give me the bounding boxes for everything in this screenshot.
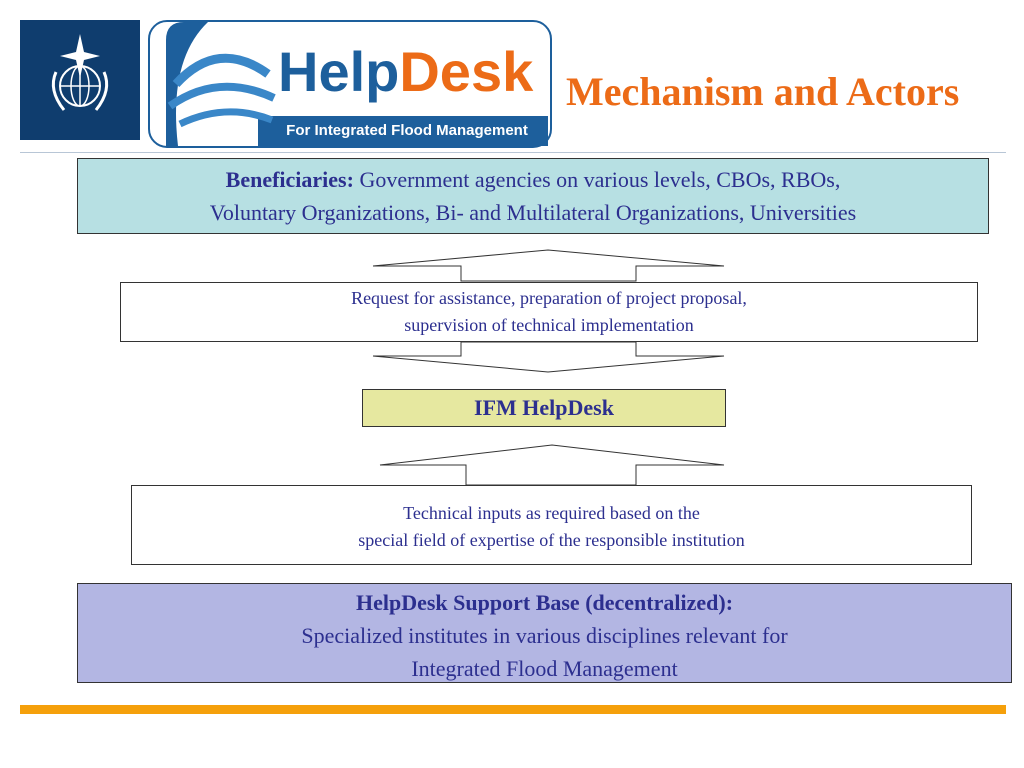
footer-bar xyxy=(20,705,1006,714)
helpdesk-logo-graphic xyxy=(148,20,552,148)
beneficiaries-label: Beneficiaries: xyxy=(225,167,354,192)
support-base-box: HelpDesk Support Base (decentralized): S… xyxy=(77,583,1012,683)
support-line-1: Specialized institutes in various discip… xyxy=(301,623,788,648)
logo-title: HelpDesk xyxy=(278,42,533,102)
wmo-logo xyxy=(20,20,140,140)
support-heading: HelpDesk Support Base (decentralized): xyxy=(355,590,734,615)
helpdesk-logo: HelpDesk For Integrated Flood Management xyxy=(148,20,552,148)
beneficiaries-line-1: Beneficiaries: Government agencies on va… xyxy=(78,163,988,196)
beneficiaries-box: Beneficiaries: Government agencies on va… xyxy=(77,158,989,234)
technical-inputs-box: Technical inputs as required based on th… xyxy=(131,485,972,565)
beneficiaries-text-2: Voluntary Organizations, Bi- and Multila… xyxy=(209,200,857,225)
arrow-up-top-icon xyxy=(372,249,725,282)
arrow-up-bottom-icon xyxy=(379,444,725,486)
page-title: Mechanism and Actors xyxy=(566,69,960,114)
support-line-2: Integrated Flood Management xyxy=(411,656,678,681)
ifm-helpdesk-box: IFM HelpDesk xyxy=(362,389,726,427)
logo-title-desk: Desk xyxy=(399,40,534,103)
technical-line-2: special field of expertise of the respon… xyxy=(358,530,745,550)
request-line-2: supervision of technical implementation xyxy=(404,315,694,335)
logo-subtitle: For Integrated Flood Management xyxy=(286,122,528,139)
technical-line-1: Technical inputs as required based on th… xyxy=(403,503,700,523)
request-line-1: Request for assistance, preparation of p… xyxy=(351,288,747,308)
request-box: Request for assistance, preparation of p… xyxy=(120,282,978,342)
arrow-down-middle-icon xyxy=(372,341,725,373)
title-divider xyxy=(20,152,1006,153)
wmo-emblem-icon xyxy=(51,34,109,111)
logo-title-help: Help xyxy=(278,40,400,103)
beneficiaries-text-1: Government agencies on various levels, C… xyxy=(353,167,841,192)
